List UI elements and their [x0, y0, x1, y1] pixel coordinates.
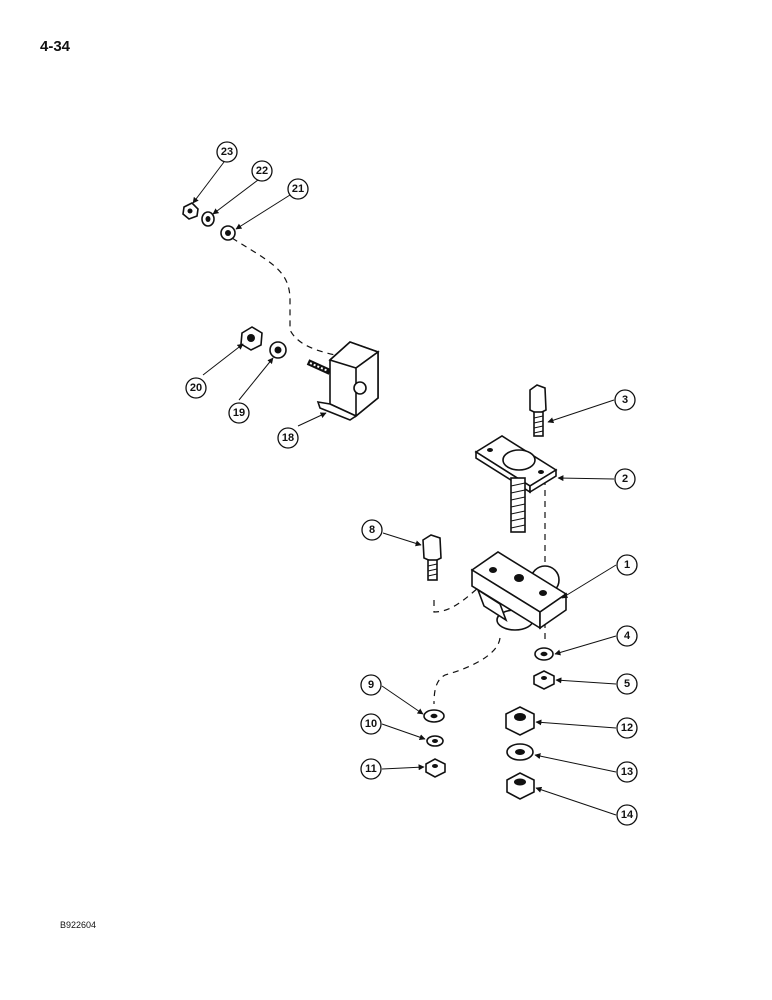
callout-22: 22 — [251, 160, 273, 182]
callout-21: 21 — [287, 178, 309, 200]
bolt-8 — [422, 534, 442, 581]
nut-12 — [505, 706, 535, 736]
callout-2: 2 — [614, 468, 636, 490]
callout-20: 20 — [185, 377, 207, 399]
callout-23: 23 — [216, 141, 238, 163]
lock-washer-4 — [534, 647, 554, 661]
callout-19: 19 — [228, 402, 250, 424]
callout-label: 13 — [621, 766, 633, 778]
callout-label: 4 — [624, 630, 631, 642]
callout-label: 10 — [365, 718, 377, 730]
callout-11: 11 — [360, 758, 382, 780]
callout-12: 12 — [616, 717, 638, 739]
lock-washer-22 — [201, 211, 215, 227]
callout-label: 19 — [233, 407, 245, 419]
callout-14: 14 — [616, 804, 638, 826]
callout-label: 18 — [282, 432, 294, 444]
page-number: 4-34 — [40, 38, 71, 55]
callout-label: 14 — [621, 809, 634, 821]
lock-washer-19 — [269, 341, 287, 359]
callout-10: 10 — [360, 713, 382, 735]
leader-lines — [192, 161, 617, 816]
lock-washer-13 — [506, 743, 534, 761]
callout-4: 4 — [616, 625, 638, 647]
callout-label: 3 — [622, 394, 628, 406]
callout-3: 3 — [614, 389, 636, 411]
callout-label: 12 — [621, 722, 633, 734]
nut-23 — [182, 202, 199, 220]
callout-label: 20 — [190, 382, 202, 394]
washer-21 — [220, 225, 236, 241]
callout-label: 2 — [622, 473, 628, 485]
callout-13: 13 — [616, 761, 638, 783]
nut-11 — [425, 758, 446, 778]
plate-2 — [474, 435, 558, 533]
callout-label: 21 — [292, 183, 304, 195]
callout-5: 5 — [616, 673, 638, 695]
nut-20 — [240, 326, 263, 351]
callout-label: 22 — [256, 165, 268, 177]
nut-5 — [533, 670, 555, 690]
callout-8: 8 — [361, 519, 383, 541]
bracket-1 — [470, 551, 568, 631]
callout-18: 18 — [277, 427, 299, 449]
washer-9 — [423, 709, 445, 723]
block-18 — [306, 341, 380, 421]
nut-14 — [506, 772, 535, 800]
lock-washer-10 — [426, 735, 444, 747]
bolt-3 — [529, 384, 547, 437]
callout-1: 1 — [616, 554, 638, 576]
callout-label: 8 — [369, 524, 375, 536]
callout-label: 9 — [368, 679, 374, 691]
callout-label: 5 — [624, 678, 630, 690]
callout-label: 11 — [365, 763, 377, 775]
callout-label: 23 — [221, 146, 233, 158]
callout-label: 1 — [624, 559, 630, 571]
callout-9: 9 — [360, 674, 382, 696]
drawing-code: B922604 — [60, 920, 97, 930]
